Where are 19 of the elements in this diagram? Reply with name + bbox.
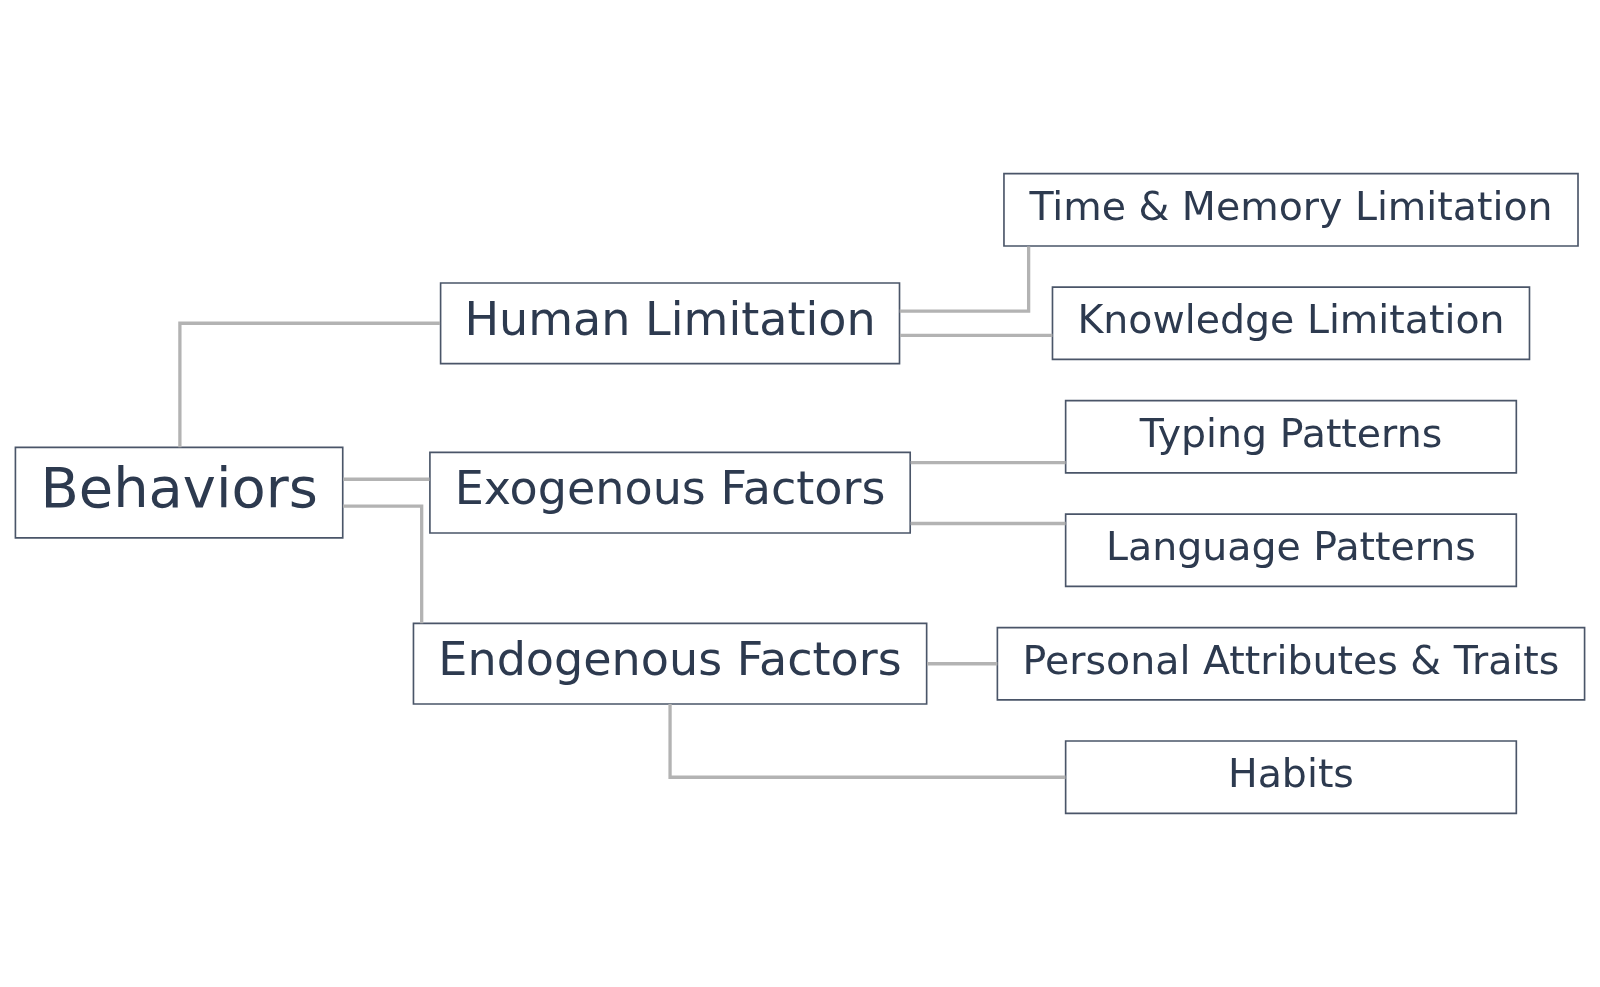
connector (899, 333, 1053, 337)
connector (927, 662, 998, 666)
node-box: Habits (1064, 740, 1518, 815)
connector (910, 521, 1066, 526)
node-box: Exogenous Factors (429, 451, 912, 534)
node-box: Time & Memory Limitation (1003, 172, 1579, 247)
connector (343, 477, 430, 481)
node-box: Endogenous Factors (412, 622, 928, 705)
node-box: Behaviors (14, 446, 344, 539)
connector (668, 704, 1066, 779)
connector (899, 246, 1031, 313)
node-box: Personal Attributes & Traits (996, 626, 1586, 701)
node-box: Knowledge Limitation (1051, 286, 1531, 361)
node-box: Human Limitation (439, 282, 901, 365)
connector (178, 321, 441, 448)
connector (910, 461, 1066, 465)
connector (342, 504, 424, 624)
node-box: Language Patterns (1064, 513, 1518, 588)
node-box: Typing Patterns (1064, 399, 1518, 474)
